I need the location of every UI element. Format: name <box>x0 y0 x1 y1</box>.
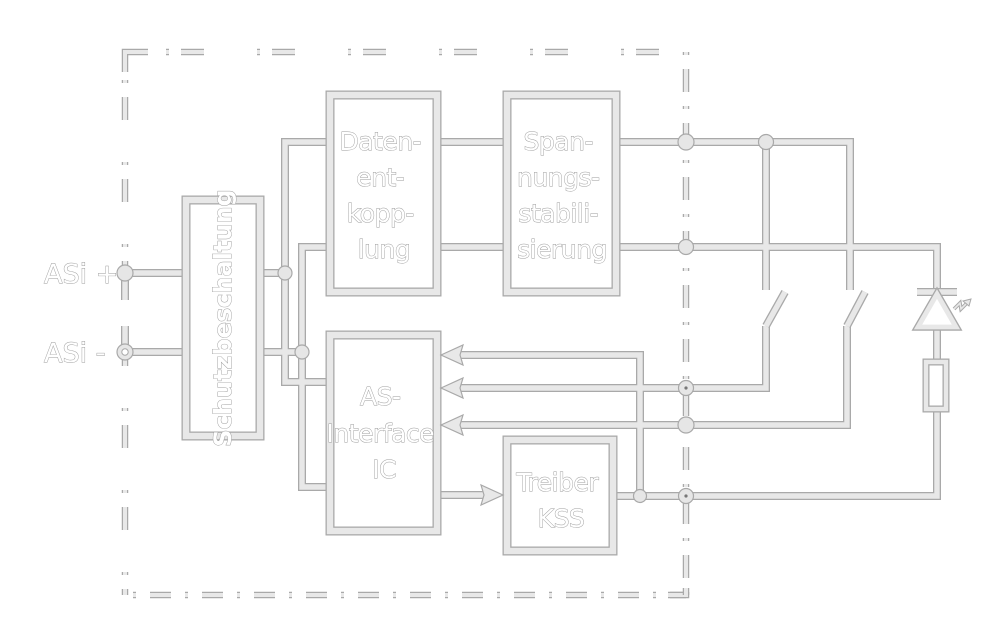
resistor <box>922 358 950 413</box>
junction-dot-icon <box>757 133 775 151</box>
junction-center-pin <box>684 386 688 390</box>
junction-center-pin <box>684 494 688 498</box>
resistor-icon <box>922 358 950 413</box>
arrow-icon <box>480 483 505 507</box>
wire-switch2-lower-outline <box>452 326 851 429</box>
wire-supply-led-outline <box>616 243 941 292</box>
wire-minus-bus <box>260 244 330 490</box>
junction-dot-icon <box>677 238 695 256</box>
wire-supply-plus-outline <box>616 138 854 290</box>
terminal-asi-plus <box>116 264 134 282</box>
block-treiber-kss: Treiber KSS <box>502 435 618 556</box>
led-icon <box>911 286 972 331</box>
label-treiber-kss: Treiber KSS <box>515 468 605 533</box>
junction-dot-icon <box>294 344 310 360</box>
led <box>911 286 972 331</box>
wire-supply-plus <box>616 139 853 290</box>
wire-switch1-lower <box>452 326 769 391</box>
terminal-labels: ASi + ASi - <box>44 259 119 370</box>
block-datenentkopplung: Daten- ent- kopp- lung <box>325 90 442 297</box>
arrow-icon <box>439 376 464 400</box>
arrow-icon <box>439 413 464 437</box>
block-spannungsstabilisierung: Span- nungs- stabili- sierung <box>502 90 621 297</box>
arrows <box>439 343 505 507</box>
block-asinterface-ic: AS- Interface IC <box>325 330 442 536</box>
wire-plus-bus <box>260 139 330 385</box>
switch-2 <box>843 290 869 328</box>
block-schutzbeschaltung: Schutzbeschaltung <box>181 189 265 447</box>
wire-switch2-lower <box>452 326 850 428</box>
junction-dot-icon <box>677 416 695 434</box>
arrow-icon <box>439 343 464 367</box>
light-emission-icon <box>952 298 972 313</box>
label-spannungsstabilisierung: Span- nungs- stabili- sierung <box>517 127 607 264</box>
switch-1 <box>762 290 789 328</box>
junction-dot-icon <box>677 133 695 151</box>
label-asi-plus: ASi + <box>44 259 118 290</box>
junctions <box>116 133 775 505</box>
wire-resistor-driver <box>613 411 940 499</box>
junction-dot-icon <box>277 265 293 281</box>
terminal-ring-hole <box>121 348 129 356</box>
wire-minus-bus-outline <box>260 243 330 491</box>
junction-dot-icon <box>632 488 648 504</box>
wire-supply-led <box>616 244 940 292</box>
wire-driver-feedback <box>452 352 643 496</box>
label-schutzbeschaltung: Schutzbeschaltung <box>209 189 237 446</box>
label-asi-minus: ASi - <box>44 338 105 369</box>
blocks: Schutzbeschaltung Daten- ent- kopp- lung… <box>181 90 621 556</box>
wire-plus-bus-outline <box>260 138 330 386</box>
label-datenentkopplung: Daten- ent- kopp- lung <box>339 127 428 264</box>
label-asinterface-ic: AS- Interface IC <box>327 382 442 484</box>
